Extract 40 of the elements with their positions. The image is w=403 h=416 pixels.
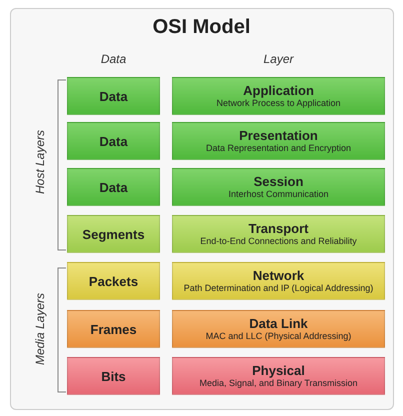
layer-description: Network Process to Application [216,98,341,109]
layer-box [172,215,385,253]
layer-name: Application [243,83,314,98]
data-unit-box [67,262,160,300]
layer-box [172,122,385,160]
data-unit-box [67,310,160,348]
data-unit-name: Data [99,134,128,148]
column-header: Layer [262,52,295,66]
data-unit-name: Frames [90,322,137,336]
layer-box [172,357,385,395]
data-unit-box [67,77,160,115]
layer-description: Path Determination and IP (Logical Addressing) [184,283,374,294]
layer-description: MAC and LLC (Physical Addressing) [206,331,352,342]
layer-name: Network [252,268,304,283]
data-unit-box [67,357,160,395]
data-unit-name: Data [99,88,128,104]
data-unit-name: Segments [82,226,145,242]
data-unit-name: Bits [101,368,126,384]
layer-name: Physical [252,363,305,378]
layer-name: Presentation [239,128,318,143]
data-unit-box [67,215,160,253]
layer-box [172,77,385,115]
data-unit-box [67,168,160,206]
layer-box [172,262,385,300]
layer-description: Data Representation and Encryption [206,143,352,154]
layer-box [172,168,385,206]
layer-name: Data Link [249,316,308,331]
layer-name: Session [254,174,304,189]
data-unit-box [67,122,160,160]
diagram-title: OSI Model [152,16,252,39]
layer-box [172,310,385,348]
data-unit-name: Packets [88,274,138,288]
data-unit-name: Data [99,180,128,194]
layer-description: Media, Signal, and Binary Transmission [199,378,358,389]
layer-description: Interhost Communication [228,189,329,200]
group-label: Media Layers [33,292,47,368]
column-header: Data [100,52,128,66]
group-label: Host Layers [33,128,47,196]
layer-name: Transport [248,221,308,236]
layer-description: End-to-End Connections and Reliability [200,236,357,247]
